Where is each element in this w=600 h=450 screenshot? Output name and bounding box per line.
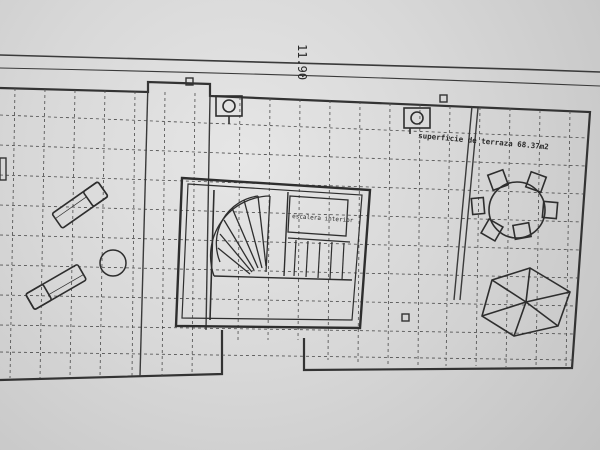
- side-table: [99, 249, 127, 277]
- drain-symbol-left: [215, 95, 243, 124]
- dimension-label: 11.90: [295, 44, 309, 80]
- parasol-umbrella: [481, 267, 571, 337]
- area-label: superficie de terraza 68.37m2: [418, 131, 549, 151]
- stair-well-box: [287, 195, 349, 237]
- divider-lines: [139, 81, 479, 377]
- sun-lounger-upper: [51, 181, 109, 229]
- sun-lounger-lower: [25, 264, 87, 310]
- drain-symbol-right: [403, 107, 431, 134]
- stair-note-label: escalera interior: [292, 213, 354, 224]
- post-markers: [0, 77, 448, 322]
- straight-stair-treads: [287, 237, 351, 281]
- round-table-with-chairs: [470, 168, 559, 243]
- terrace-tile-grid: [0, 87, 589, 379]
- spiral-staircase: [209, 195, 271, 277]
- stair-core: [174, 176, 372, 330]
